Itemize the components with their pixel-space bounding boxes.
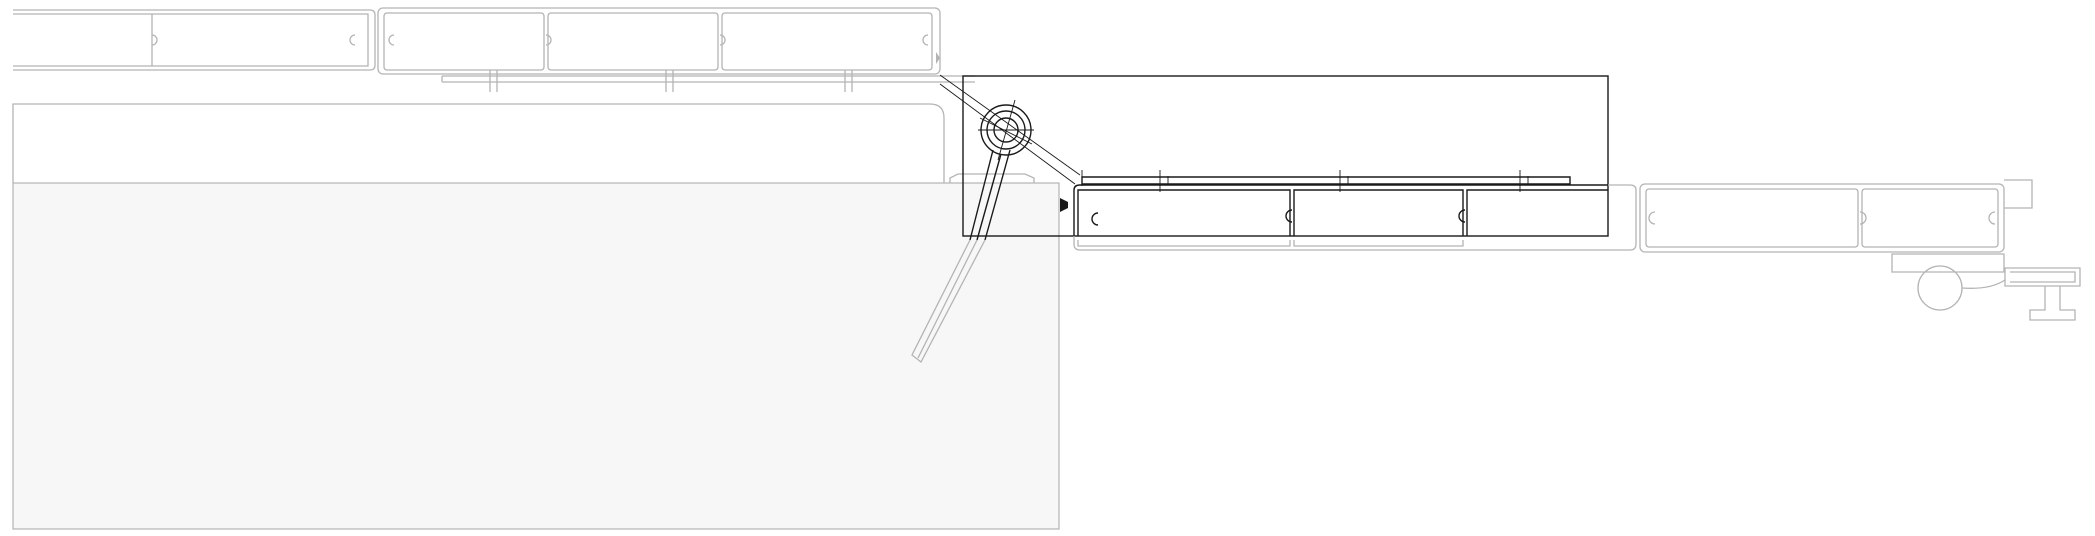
- end-bracket: [1891, 253, 2081, 321]
- swing-arm: [911, 149, 1011, 363]
- pivot-joint: [939, 74, 1081, 185]
- shaded-area: [12, 182, 1060, 530]
- lower-panel-row: [1060, 170, 2033, 253]
- upper-panel-row: [13, 7, 975, 92]
- stop-block: [949, 173, 1035, 183]
- selection-frame: [962, 75, 1609, 237]
- lower-left-outline: [12, 103, 945, 183]
